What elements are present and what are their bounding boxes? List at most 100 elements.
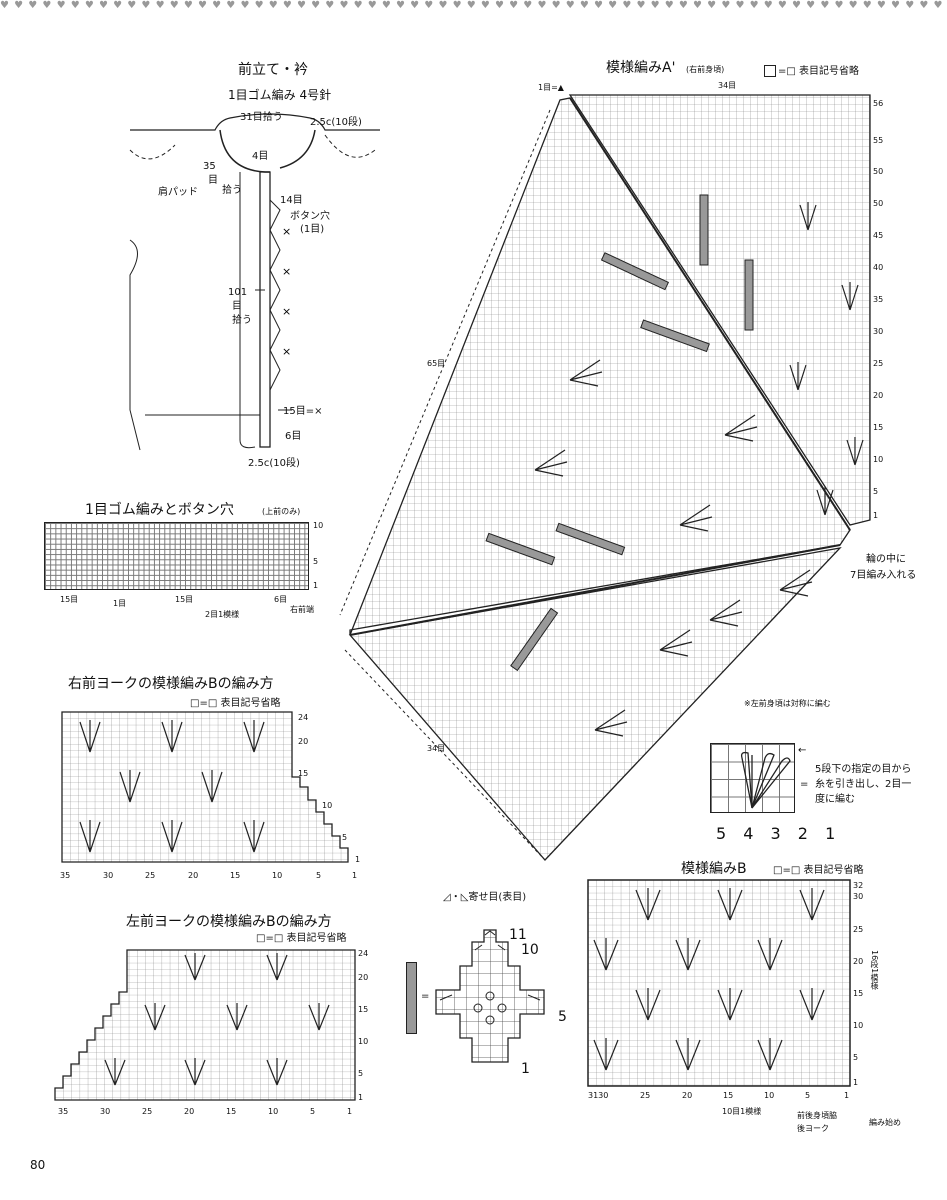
pattern-a-title-note: (右前身頃): [686, 65, 725, 74]
decrease-title: ◿・◺寄せ目(表目): [443, 892, 527, 903]
pattern-b-col-3130: 3130: [588, 1091, 609, 1100]
pattern-a-row-35: 35: [873, 295, 884, 304]
rib-row-5: 5: [313, 557, 319, 566]
pattern-a-row-50a: 50: [873, 167, 884, 176]
yoke-right-col-10: 10: [272, 871, 283, 880]
symbol-note-line3: 度に編む: [815, 794, 855, 805]
pattern-b-row-15: 15: [853, 989, 864, 998]
label-25c-bottom: 2.5c(10段): [248, 458, 300, 469]
label-6-st: 6目: [285, 431, 302, 442]
rib-edge: 右前端: [290, 605, 314, 614]
label-31-picked: 31目拾う: [240, 112, 283, 123]
yoke-right-row-20: 20: [298, 737, 309, 746]
pattern-b-row-10: 10: [853, 1021, 864, 1030]
svg-text:×: ×: [282, 265, 291, 278]
yoke-right-col-5: 5: [316, 871, 322, 880]
yoke-right-row-24: 24: [298, 713, 309, 722]
pattern-b-col-20: 20: [682, 1091, 693, 1100]
rib-w2rep: 2目1模様: [205, 610, 240, 619]
leaf-symbol-icon: [740, 751, 791, 809]
pattern-a-row-15: 15: [873, 423, 884, 432]
pattern-b-legend: □=□ 表目記号省略: [773, 865, 864, 876]
yoke-left-legend: □=□ 表目記号省略: [256, 933, 347, 944]
front-band-subtitle: 1目ゴム編み 4号針: [228, 88, 332, 102]
yoke-right-col-15: 15: [230, 871, 241, 880]
pattern-a-65: 65目: [427, 359, 446, 368]
yoke-right-col-1: 1: [352, 871, 358, 880]
yoke-left-row-20: 20: [358, 973, 369, 982]
pattern-b-col-10: 10: [764, 1091, 775, 1100]
pattern-a-row-56: 56: [873, 99, 884, 108]
symbol-note-eq: =: [800, 779, 809, 790]
pattern-a-one-mark: 1目=▲: [538, 83, 564, 92]
yoke-right-col-20: 20: [188, 871, 199, 880]
pattern-a-row-55a: 55: [873, 136, 884, 145]
svg-text:×: ×: [282, 225, 291, 238]
front-band-schematic: × × × ×: [129, 113, 380, 451]
yoke-right-legend: □=□ 表目記号省略: [190, 698, 281, 709]
rib-chart-grid: [44, 522, 309, 590]
pattern-a-row-25: 25: [873, 359, 884, 368]
pattern-a-row-40: 40: [873, 263, 884, 272]
svg-text:×: ×: [282, 305, 291, 318]
decrease-row-11: 11: [509, 927, 527, 943]
shaded-bar-icon: [406, 962, 417, 1034]
pattern-a-row-5: 5: [873, 487, 879, 496]
decorative-header-border: ♥ ♥ ♥ ♥ ♥ ♥ ♥ ♥ ♥ ♥ ♥ ♥ ♥ ♥ ♥ ♥ ♥ ♥ ♥ ♥ …: [0, 0, 947, 11]
pattern-b-col-25: 25: [640, 1091, 651, 1100]
rib-row-1: 1: [313, 581, 319, 590]
yoke-right-chart: [61, 711, 349, 863]
pattern-a-row-30: 30: [873, 327, 884, 336]
front-band-title: 前立て・衿: [238, 62, 308, 78]
yoke-left-col-35: 35: [58, 1107, 69, 1116]
symbol-note-line1: 5段下の指定の目から: [815, 764, 912, 775]
yoke-left-row-10: 10: [358, 1037, 369, 1046]
yoke-left-row-1: 1: [358, 1093, 364, 1102]
label-35-st: 目: [208, 175, 218, 186]
pattern-b-col-15: 15: [723, 1091, 734, 1100]
yoke-left-col-10: 10: [268, 1107, 279, 1116]
label-4-st: 4目: [252, 151, 269, 162]
pattern-b-col-1: 1: [844, 1091, 850, 1100]
label-101: 101: [228, 287, 248, 298]
pattern-b-start-1: 前後身頃脇: [797, 1111, 837, 1120]
symbol-note-arrow: ←: [798, 745, 807, 756]
pattern-b-row-30: 30: [853, 892, 864, 901]
pattern-b-chart: [587, 879, 851, 1087]
pattern-a-row-50b: 50: [873, 199, 884, 208]
rib-title-note: (上前のみ): [262, 507, 301, 516]
pattern-b-row-25: 25: [853, 925, 864, 934]
pattern-b-start-2: 後ヨーク: [797, 1124, 829, 1133]
decrease-row-1: 1: [521, 1061, 530, 1077]
yoke-right-col-25: 25: [145, 871, 156, 880]
pattern-b-start-3: 編み始め: [869, 1118, 901, 1127]
pattern-a-row-20: 20: [873, 391, 884, 400]
pattern-a-row-45: 45: [873, 231, 884, 240]
svg-text:×: ×: [282, 345, 291, 358]
yoke-right-row-1: 1: [355, 855, 361, 864]
yoke-right-col-35: 35: [60, 871, 71, 880]
pattern-b-row-20: 20: [853, 957, 864, 966]
yoke-left-row-5: 5: [358, 1069, 364, 1078]
pattern-a-legend: =□ 表目記号省略: [764, 65, 859, 77]
label-101-st: 目: [232, 301, 242, 312]
label-14-st: 14目: [280, 195, 303, 206]
pattern-b-repeat-v: 16段1模様: [870, 950, 879, 990]
pattern-b-title: 模様編みB: [681, 861, 747, 877]
yoke-left-col-20: 20: [184, 1107, 195, 1116]
pattern-b-repeat-h: 10目1模様: [722, 1107, 762, 1116]
decrease-eq: =: [421, 991, 430, 1002]
pattern-a-title: 模様編みA': [606, 60, 676, 76]
pattern-a-note-seven: 7目編み入れる: [850, 570, 917, 581]
yoke-left-col-15: 15: [226, 1107, 237, 1116]
label-shoulder-pad: 肩パッド: [158, 187, 198, 198]
decrease-row-5: 5: [558, 1009, 567, 1025]
pattern-a-34-top: 34目: [718, 81, 737, 90]
yoke-left-col-30: 30: [100, 1107, 111, 1116]
rib-title: 1目ゴム編みとボタン穴: [85, 502, 234, 518]
rib-w15b: 15目: [175, 595, 194, 604]
symbol-note-line2: 糸を引き出し、2目一: [815, 779, 912, 790]
decrease-chart: [435, 929, 545, 1063]
label-35-pick: 拾う: [222, 185, 242, 196]
pattern-a-row-1: 1: [873, 511, 879, 520]
